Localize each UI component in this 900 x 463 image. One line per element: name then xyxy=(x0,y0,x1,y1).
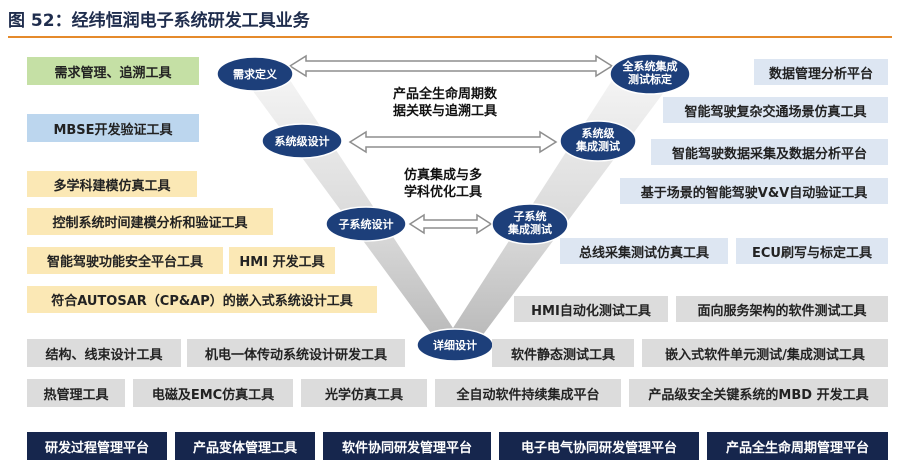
right-tool-ecu-flash: ECU刷写与标定工具 xyxy=(736,238,888,264)
node-fulltest-shape xyxy=(609,53,691,95)
left-tool-multi-sim: 多学科建模仿真工具 xyxy=(27,171,197,197)
arrow-subsys-subtest xyxy=(408,213,493,235)
platform-software-collab: 软件协同研发管理平台 xyxy=(323,432,491,460)
tool-mbd-dev: 产品级安全关键系统的MBD 开发工具 xyxy=(629,379,888,407)
left-tool-hmi-dev: HMI 开发工具 xyxy=(229,247,335,274)
platform-variant-mgmt: 产品变体管理工具 xyxy=(175,432,315,460)
node-req-label: 需求定义 xyxy=(233,67,278,81)
right-tool-data-mgmt: 数据管理分析平台 xyxy=(754,59,888,85)
v-shape xyxy=(236,68,682,352)
figure-title: 图 52：经纬恒润电子系统研发工具业务 xyxy=(8,11,310,31)
node-fulltest-label: 全系统集成测试标定 xyxy=(622,59,678,86)
tool-static-test: 软件静态测试工具 xyxy=(492,339,634,367)
node-subsys-shape xyxy=(325,206,407,242)
right-tool-bus-test: 总线采集测试仿真工具 xyxy=(560,238,728,264)
node-detail-label: 详细设计 xyxy=(433,338,477,352)
arrow-req-fulltest xyxy=(288,54,614,78)
platform-plm: 产品全生命周期管理平台 xyxy=(707,432,888,460)
left-tool-func-safety: 智能驾驶功能安全平台工具 xyxy=(27,247,223,274)
arrow-sys-systest xyxy=(348,130,558,154)
node-subsys-label: 子系统设计 xyxy=(339,217,394,231)
node-req-shape xyxy=(216,56,294,92)
left-tool-control-timing: 控制系统时间建模分析和验证工具 xyxy=(27,208,273,235)
node-systest-shape xyxy=(559,120,637,162)
right-tool-hmi-test: HMI自动化测试工具 xyxy=(514,296,668,322)
right-tool-vv-auto: 基于场景的智能驾驶V&V自动验证工具 xyxy=(620,178,888,204)
tool-mechatronic: 机电一体传动系统设计研发工具 xyxy=(187,339,405,367)
left-tool-autosar: 符合AUTOSAR（CP&AP）的嵌入式系统设计工具 xyxy=(27,286,377,313)
title-rule xyxy=(8,36,892,38)
left-tool-req-mgmt: 需求管理、追溯工具 xyxy=(27,57,199,85)
left-tool-mbse: MBSE开发验证工具 xyxy=(27,114,199,142)
right-tool-traffic-sim: 智能驾驶复杂交通场景仿真工具 xyxy=(663,97,888,123)
tool-emc-sim: 电磁及EMC仿真工具 xyxy=(133,379,293,407)
middle-bottom-label: 仿真集成与多学科优化工具 xyxy=(404,168,483,200)
tool-ci-platform: 全自动软件持续集成平台 xyxy=(435,379,621,407)
tool-optical-sim: 光学仿真工具 xyxy=(301,379,427,407)
platform-rd-process: 研发过程管理平台 xyxy=(27,432,167,460)
platform-ee-collab: 电子电气协同研发管理平台 xyxy=(499,432,699,460)
node-sys-shape xyxy=(261,123,343,159)
right-tool-data-collect: 智能驾驶数据采集及数据分析平台 xyxy=(651,139,888,165)
node-sys-label: 系统级设计 xyxy=(275,134,330,148)
right-tool-soa-test: 面向服务架构的软件测试工具 xyxy=(676,296,888,322)
tool-thermal: 热管理工具 xyxy=(27,379,125,407)
middle-top-label: 产品全生命周期数据关联与追溯工具 xyxy=(393,87,498,119)
tool-structure-harness: 结构、线束设计工具 xyxy=(27,339,181,367)
node-systest-label: 系统级集成测试 xyxy=(575,126,620,153)
tool-embedded-unit-test: 嵌入式软件单元测试/集成测试工具 xyxy=(642,339,888,367)
node-subtest-shape xyxy=(491,203,569,245)
node-subtest-label: 子系统集成测试 xyxy=(507,209,552,236)
